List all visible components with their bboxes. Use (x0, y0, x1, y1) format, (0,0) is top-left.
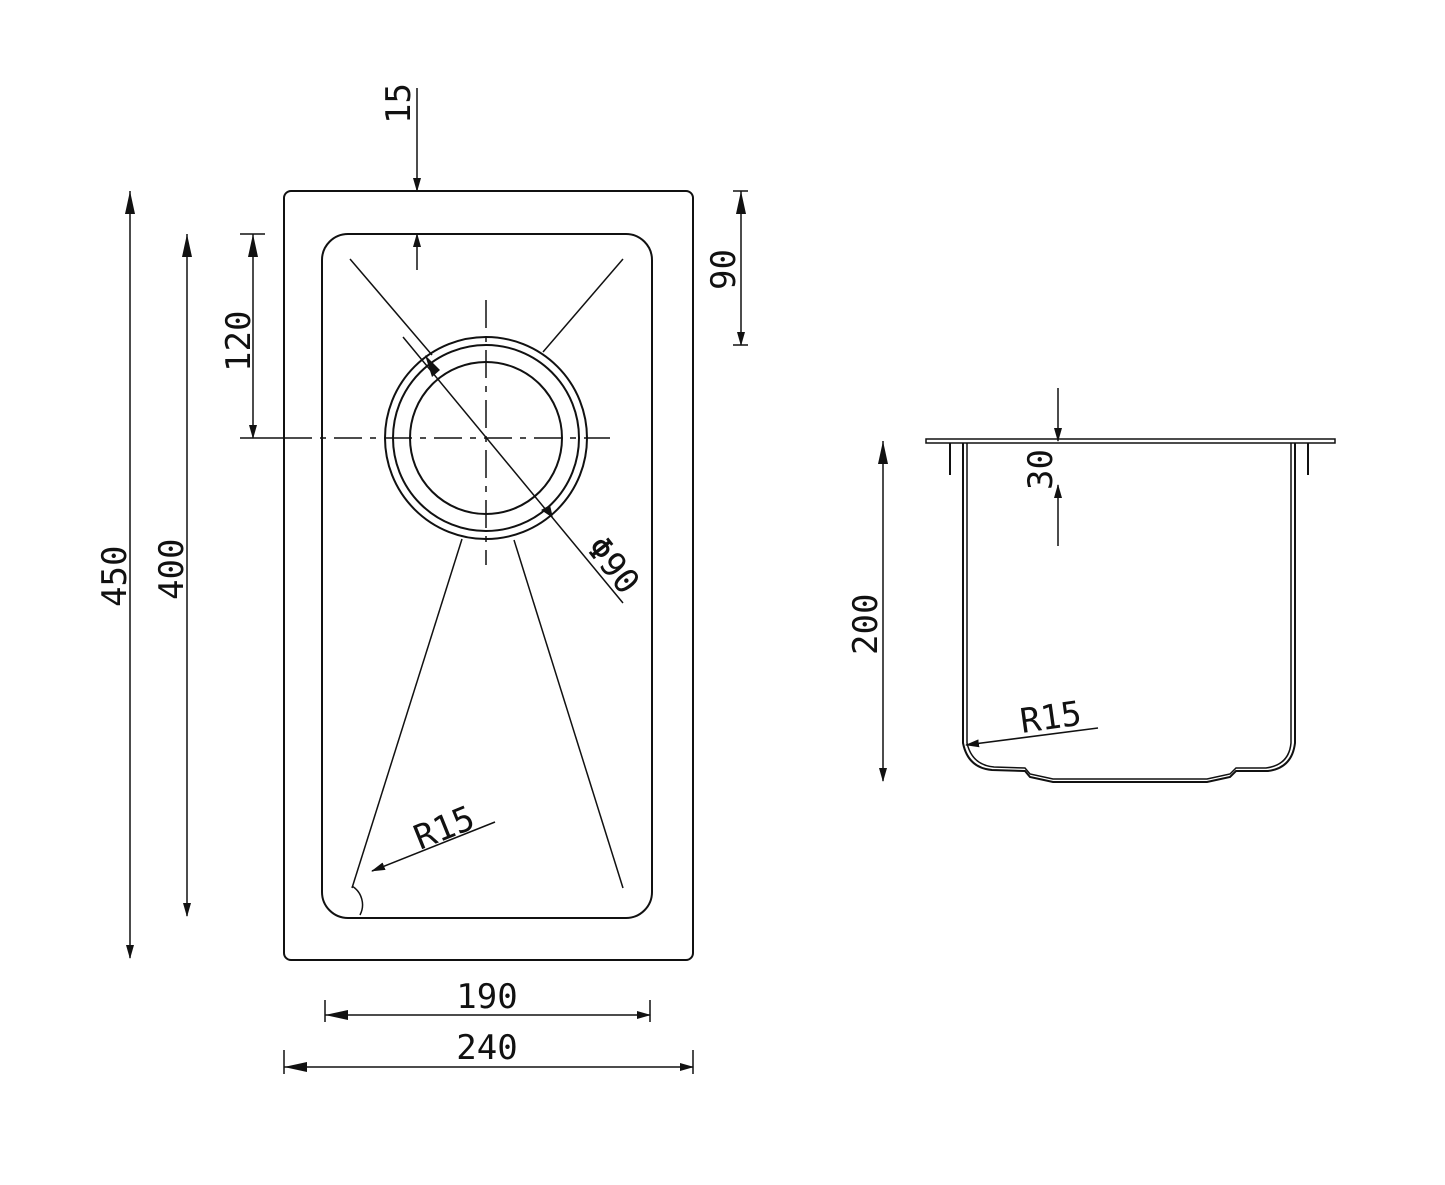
bowl-slope-lines (349, 258, 624, 889)
bowl-length-label: 400 (152, 539, 192, 600)
bowl-outline (321, 233, 653, 919)
drain-offset-label: 120 (219, 311, 259, 372)
drain-diameter-line (402, 336, 624, 604)
bowl-width-label: 190 (456, 977, 517, 1017)
drain (284, 300, 610, 565)
section-corner-radius-label: R15 (1018, 694, 1084, 742)
overall-width-label: 240 (456, 1028, 517, 1068)
drain-diameter-label: Φ90 (578, 529, 647, 602)
plan-view: Φ90 R15 450 400 120 15 90 190 (95, 83, 748, 1074)
plan-corner-radius-label: R15 (408, 798, 480, 858)
edge-offset-label: 90 (704, 249, 744, 290)
depth-label: 200 (846, 594, 886, 655)
section-view: 30 200 R15 (846, 388, 1336, 783)
bowl-profile (962, 443, 1296, 783)
overall-length-label: 450 (95, 546, 135, 607)
flange-depth-label: 30 (1021, 449, 1061, 490)
corner-radius-arc (351, 885, 364, 916)
rim-width-label: 15 (379, 83, 419, 124)
flange (925, 438, 1336, 444)
sink-outer-outline (283, 190, 694, 961)
